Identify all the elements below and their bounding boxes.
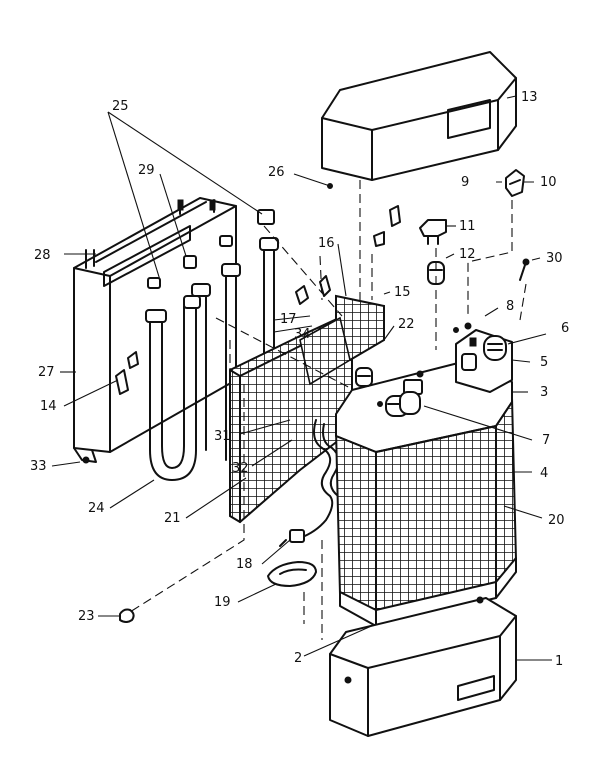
label-4: 4 (540, 466, 548, 481)
lamp-shade-19 (267, 561, 317, 587)
switch-knob-11 (419, 219, 447, 245)
label-15: 15 (394, 285, 411, 300)
label-7: 7 (542, 433, 550, 448)
label-14: 14 (40, 399, 57, 414)
label-18: 18 (236, 557, 253, 572)
leader-lines (51, 95, 552, 661)
control-module-5-6-8 (453, 322, 513, 393)
label-21: 21 (164, 511, 181, 526)
reflector-panel-27 (73, 197, 237, 464)
label-33: 33 (30, 459, 47, 474)
label-27: 27 (38, 365, 55, 380)
label-31: 31 (214, 429, 231, 444)
top-cover-13 (321, 51, 517, 181)
label-13: 13 (521, 90, 538, 105)
label-28: 28 (34, 248, 51, 263)
base-tray-1 (329, 596, 517, 737)
main-housing (334, 359, 518, 627)
label-19: 19 (214, 595, 231, 610)
small-cap-23 (119, 608, 135, 623)
label-24: 24 (88, 501, 105, 516)
label-23: 23 (78, 609, 95, 624)
label-12: 12 (459, 247, 476, 262)
label-10: 10 (540, 175, 557, 190)
label-22: 22 (398, 317, 415, 332)
label-1: 1 (555, 654, 563, 669)
label-8: 8 (506, 299, 514, 314)
label-9: 9 (461, 175, 469, 190)
clip-9-10 (505, 169, 525, 197)
label-11: 11 (459, 219, 476, 234)
bulb-caps-25 (147, 209, 275, 289)
label-16: 16 (318, 236, 335, 251)
upper-mesh-15-16 (299, 294, 385, 386)
label-6: 6 (561, 321, 569, 336)
screw-30 (519, 258, 530, 281)
label-20: 20 (548, 513, 565, 528)
small-clips (295, 205, 401, 305)
part-labels: 1 2 3 4 5 6 7 8 9 10 11 12 13 14 15 16 1… (30, 90, 569, 669)
knob-7 (399, 391, 421, 415)
label-17: 17 (280, 312, 297, 327)
label-3: 3 (540, 385, 548, 400)
label-34: 34 (294, 327, 311, 342)
bracket-14 (115, 351, 139, 395)
label-29: 29 (138, 163, 155, 178)
label-32: 32 (232, 461, 249, 476)
assembly-dashed-lines (129, 180, 527, 640)
u-tube-24 (145, 295, 201, 481)
label-5: 5 (540, 355, 548, 370)
label-2: 2 (294, 651, 302, 666)
label-26: 26 (268, 165, 285, 180)
label-30: 30 (546, 251, 563, 266)
label-25: 25 (112, 99, 129, 114)
